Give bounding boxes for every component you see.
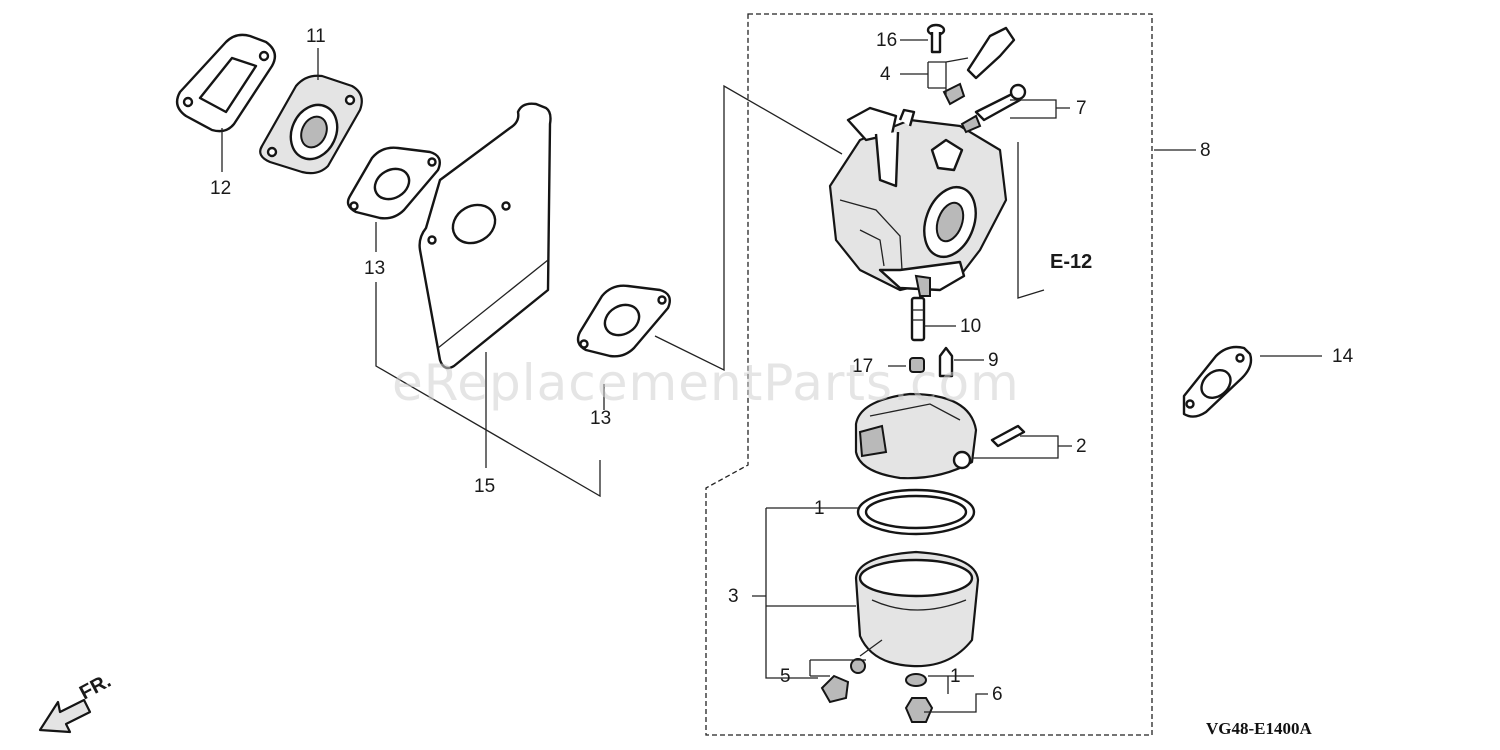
callout-13-upper: 13 bbox=[364, 258, 385, 279]
carburetor-body[interactable] bbox=[828, 106, 1008, 297]
part-13-gasket-lower[interactable] bbox=[576, 284, 671, 358]
callout-16: 16 bbox=[876, 30, 897, 51]
part-6-drain-bolt[interactable] bbox=[904, 673, 934, 723]
callout-8: 8 bbox=[1200, 140, 1211, 161]
part-12-gasket[interactable] bbox=[175, 33, 277, 133]
part-1-float-chamber-gasket[interactable] bbox=[856, 488, 976, 536]
part-7-screw-set[interactable] bbox=[960, 83, 1027, 134]
callout-17: 17 bbox=[852, 356, 873, 377]
part-4-jet-set[interactable] bbox=[942, 26, 1016, 106]
callout-4: 4 bbox=[880, 64, 891, 85]
callout-1-upper: 1 bbox=[814, 498, 825, 519]
callout-6: 6 bbox=[992, 684, 1003, 705]
carburetor-float[interactable] bbox=[854, 392, 978, 480]
callout-labels: 12 11 13 13 15 14 8 16 4 7 10 9 17 2 1 3… bbox=[76, 26, 1354, 738]
direction-label: FR. bbox=[76, 670, 115, 705]
part-13-gasket-upper[interactable] bbox=[346, 146, 441, 220]
part-10-float-pin[interactable] bbox=[910, 296, 926, 342]
callout-1-lower: 1 bbox=[950, 666, 961, 687]
part-2-pin-set[interactable] bbox=[990, 424, 1026, 448]
callout-7: 7 bbox=[1076, 98, 1087, 119]
callout-14: 14 bbox=[1332, 346, 1354, 367]
diagram-code: VG48-E1400A bbox=[1206, 719, 1313, 738]
part-15-heat-shield[interactable] bbox=[418, 102, 552, 370]
part-3-float-chamber[interactable] bbox=[854, 550, 980, 668]
front-direction-arrow bbox=[38, 698, 92, 734]
callout-11: 11 bbox=[306, 26, 326, 47]
part-9-float-valve[interactable] bbox=[938, 346, 954, 378]
watermark-text: eReplacementParts.com bbox=[392, 354, 1020, 412]
leader-lines bbox=[221, 39, 1322, 713]
callout-13-lower: 13 bbox=[590, 408, 611, 429]
part-5-screw-set[interactable] bbox=[820, 658, 866, 704]
part-11-insulator[interactable] bbox=[259, 74, 363, 175]
callout-10: 10 bbox=[960, 316, 981, 337]
callout-9: 9 bbox=[988, 350, 999, 371]
part-17-o-ring[interactable] bbox=[909, 357, 925, 373]
callout-2: 2 bbox=[1076, 436, 1087, 457]
callout-3: 3 bbox=[728, 586, 739, 607]
callout-15: 15 bbox=[474, 476, 495, 497]
part-14-gasket[interactable] bbox=[1182, 345, 1253, 418]
callout-12: 12 bbox=[210, 178, 231, 199]
callout-5: 5 bbox=[780, 666, 791, 687]
part-16-screw[interactable] bbox=[926, 23, 946, 54]
reference-e12: E-12 bbox=[1050, 251, 1092, 273]
assembly-outline bbox=[705, 13, 1153, 736]
